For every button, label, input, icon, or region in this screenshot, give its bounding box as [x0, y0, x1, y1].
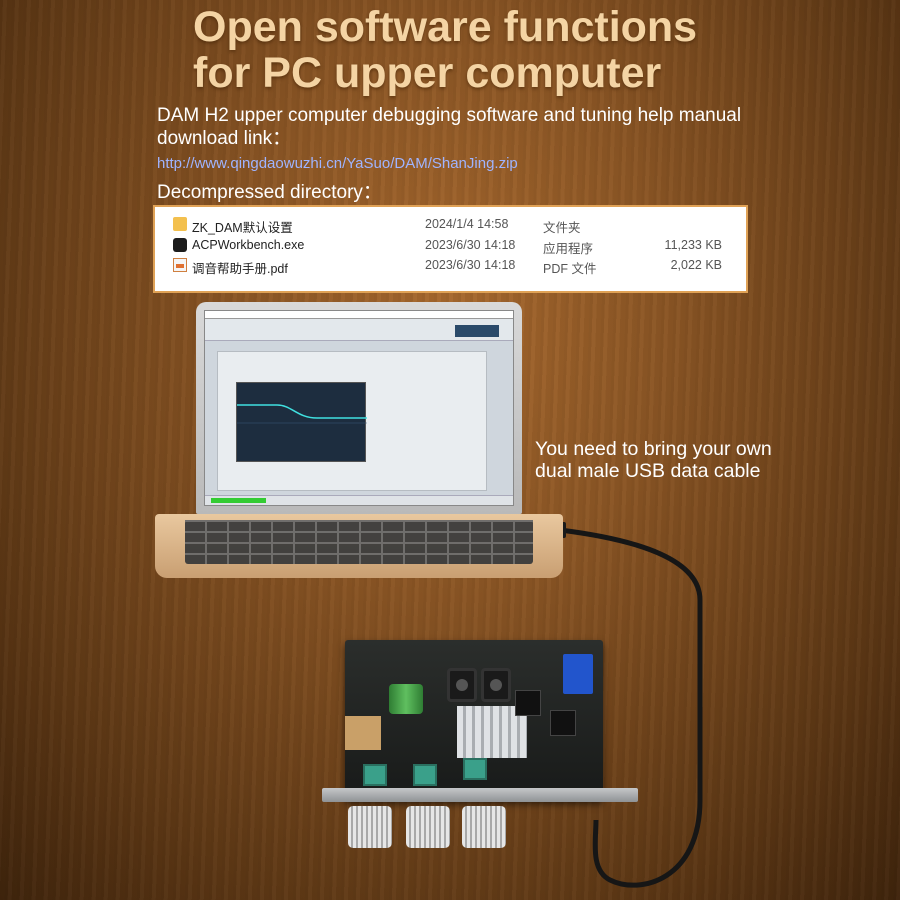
transformer [345, 716, 381, 750]
software-eq-panel [217, 351, 487, 491]
file-type: 文件夹 [543, 221, 581, 235]
laptop-lid [196, 302, 522, 514]
file-name: 调音帮助手册.pdf [192, 262, 288, 276]
keyboard [185, 520, 533, 564]
file-name: ACPWorkbench.exe [192, 237, 305, 252]
file-name: ZK_DAM默认设置 [192, 221, 293, 235]
folder-icon [173, 217, 187, 231]
chip [515, 690, 541, 716]
file-type: PDF 文件 [543, 262, 597, 276]
inductor [481, 668, 511, 702]
cable-note: You need to bring your own dual male USB… [535, 438, 772, 482]
file-row[interactable]: 调音帮助手册.pdf 2023/6/30 14:18 PDF 文件 2,022 … [155, 256, 746, 277]
software-toolbar [205, 319, 513, 341]
headline-line-1: Open software functions [193, 3, 698, 51]
headline: Open software functions for PC upper com… [193, 4, 813, 96]
potentiometer [363, 764, 387, 786]
chip [550, 710, 576, 736]
file-row[interactable]: ZK_DAM默认设置 2024/1/4 14:58 文件夹 [155, 215, 746, 236]
bluetooth-module [563, 654, 593, 694]
file-date: 2024/1/4 14:58 [425, 217, 509, 231]
file-type: 应用程序 [543, 241, 594, 256]
eq-curve-icon [237, 404, 367, 424]
software-statusbar [205, 495, 513, 505]
progress-bar [211, 498, 266, 503]
inductor [447, 668, 477, 702]
capacitor [389, 684, 423, 714]
amplifier-board [345, 640, 603, 800]
laptop-base [155, 514, 563, 578]
potentiometer [463, 758, 487, 780]
potentiometer [413, 764, 437, 786]
volume-knob[interactable] [348, 806, 392, 848]
download-link[interactable]: http://www.qingdaowuzhi.cn/YaSuo/DAM/Sha… [157, 155, 518, 172]
mounting-plate [322, 788, 638, 802]
file-size: 11,233 KB [664, 237, 722, 252]
laptop-screen [204, 310, 514, 506]
directory-label: Decompressed directory： [157, 182, 382, 203]
description-block: DAM H2 upper computer debugging software… [157, 104, 757, 204]
software-titlebar [205, 311, 513, 319]
eq-plot [236, 382, 367, 462]
headline-line-2: for PC upper computer [193, 49, 662, 97]
file-list-panel: ZK_DAM默认设置 2024/1/4 14:58 文件夹 ACPWorkben… [153, 205, 748, 293]
pdf-icon [173, 258, 187, 272]
exe-icon [173, 237, 187, 252]
description-text: DAM H2 upper computer debugging software… [157, 105, 742, 149]
file-date: 2023/6/30 14:18 [425, 258, 516, 272]
volume-knob[interactable] [462, 806, 506, 848]
software-logo [455, 325, 499, 337]
volume-knob[interactable] [406, 806, 450, 848]
file-row[interactable]: ACPWorkbench.exe 2023/6/30 14:18 应用程序 11… [155, 236, 746, 257]
file-date: 2023/6/30 14:18 [425, 237, 516, 252]
file-size: 2,022 KB [670, 258, 722, 272]
